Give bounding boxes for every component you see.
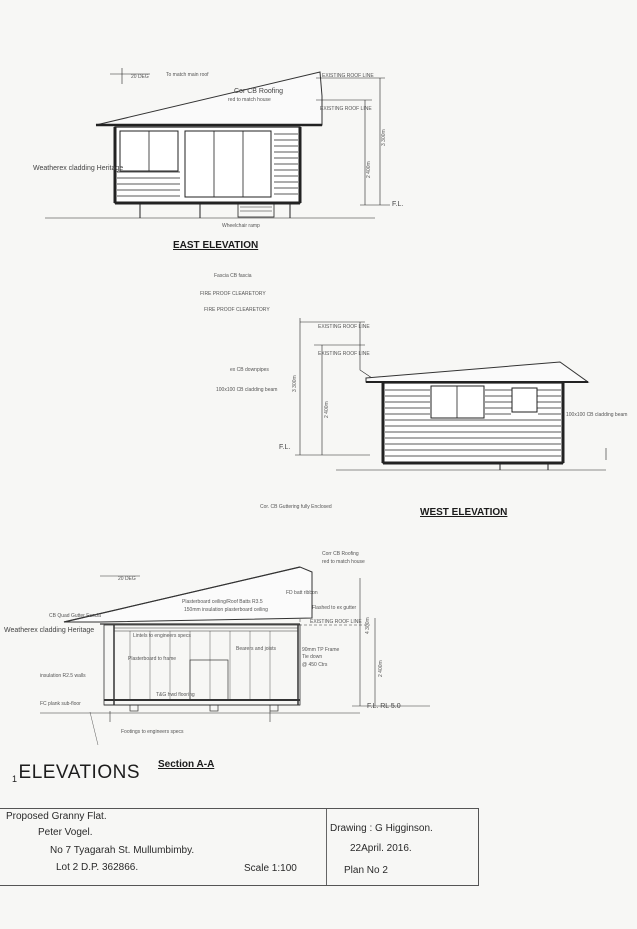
- west-fire-note-2: FIRE PROOF CLEARETORY: [204, 307, 270, 313]
- section-insulation-note: 150mm insulation plasterboard ceiling: [184, 607, 268, 613]
- east-roofing-note: Cor CB Roofing: [234, 88, 283, 95]
- west-dim-total: 3 300m: [292, 375, 298, 392]
- section-bearers-note: Bearers and joists: [236, 646, 277, 652]
- east-dim-wall: 2 400m: [366, 161, 372, 178]
- section-dim-wall: 2 400m: [378, 660, 384, 677]
- title-block-divider: [326, 809, 327, 885]
- west-elevation: [295, 318, 607, 471]
- sheet-index: 1: [12, 774, 18, 784]
- east-fl-label: F.L.: [392, 201, 403, 208]
- east-roof: [95, 71, 323, 126]
- east-roof-match-note: To match main roof: [166, 72, 209, 78]
- west-fascia-note: Fascia CB fascia: [214, 273, 252, 279]
- section-subfloor-note: FC plank sub-floor: [40, 701, 81, 707]
- west-existing-roof-2: EXISTING ROOF LINE: [318, 351, 370, 357]
- east-elevation-title: EAST ELEVATION: [173, 240, 258, 251]
- plan-number: Plan No 2: [344, 865, 388, 876]
- section-lintels-note: Lintels to engineers specs: [133, 633, 191, 639]
- west-elevation-title: WEST ELEVATION: [420, 507, 507, 518]
- east-existing-roof-2: EXISTING ROOF LINE: [320, 106, 372, 112]
- section-roofing-sub: red to match house: [322, 559, 365, 565]
- west-dim-wall: 2 400m: [324, 401, 330, 418]
- west-fire-note-1: FIRE PROOF CLEARETORY: [200, 291, 266, 297]
- section-dim-total: 4 300m: [365, 617, 371, 634]
- section-pitch-label: 20 DEG: [118, 576, 136, 582]
- section-footings-note: Footings to engineers specs: [121, 729, 184, 735]
- section-flashing-note: Flashed to ex gutter: [312, 605, 357, 611]
- section-insulated-note: insulation R2.5 walls: [40, 673, 86, 679]
- east-cladding-right: [274, 133, 298, 195]
- section-frame-note: 90mm TP Frame: [302, 647, 340, 653]
- west-gutter-note: Cor. CB Guttering fully Enclosed: [260, 504, 332, 510]
- west-existing-roof-1: EXISTING ROOF LINE: [318, 324, 370, 330]
- section-ceiling-note: Plasterboard ceiling/Roof Batts R3.5: [182, 599, 263, 605]
- section-studs-note: @ 450 Ctrs: [302, 662, 328, 668]
- site-address: No 7 Tyagarah St. Mullumbimby.: [50, 845, 195, 856]
- section-fl-label: F.L. RL 5.0: [367, 703, 401, 710]
- west-roof: [365, 361, 590, 383]
- section-studs: [129, 631, 271, 700]
- drawing-date: 22April. 2016.: [350, 843, 412, 854]
- east-existing-roof-1: EXISTING ROOF LINE: [322, 73, 374, 79]
- section-roofing-note: Corr CB Roofing: [322, 551, 359, 557]
- section-aa-title: Section A-A: [158, 759, 214, 770]
- section-floor-note: T&G hwd flooring: [156, 692, 195, 698]
- west-fl-label: F.L.: [279, 444, 290, 451]
- section-existing-roof: EXISTING ROOF LINE: [310, 619, 362, 625]
- section-aa: [40, 566, 430, 746]
- section-fd-note: FD batt ribbon: [286, 590, 318, 596]
- west-cladding-right-note: 100x100 CB cladding beam: [566, 412, 627, 418]
- east-cladding-left: [117, 171, 180, 197]
- west-cladding: [385, 389, 561, 457]
- owner-name: Peter Vogel.: [38, 827, 93, 838]
- east-dim-total: 3 300m: [381, 129, 387, 146]
- section-tiedown-note: Tie down: [302, 654, 322, 660]
- section-fascia-note: CB Quad Gutter Fascia: [49, 613, 101, 619]
- sheet-title: 1ELEVATIONS: [12, 762, 140, 784]
- scale-label: Scale 1:100: [244, 863, 297, 874]
- drawn-by: Drawing : G Higginson.: [330, 823, 433, 834]
- sheet-title-text: ELEVATIONS: [18, 762, 141, 783]
- title-block: Proposed Granny Flat. Peter Vogel. No 7 …: [0, 808, 479, 886]
- east-elevation: [45, 68, 390, 219]
- project-name: Proposed Granny Flat.: [6, 811, 107, 822]
- east-roofing-sub: red to match house: [228, 97, 271, 103]
- section-plasterboard-note: Plasterboard to frame: [128, 656, 176, 662]
- west-cladding-left-note: 100x100 CB cladding beam: [216, 387, 277, 393]
- east-pitch-label: 20 DEG: [131, 74, 149, 80]
- section-cladding-note: Weatherex cladding Heritage: [4, 627, 94, 634]
- east-cladding-note: Weatherex cladding Heritage: [33, 165, 123, 172]
- west-downpipes-note: ex CB downpipes: [230, 367, 269, 373]
- east-ramp-note: Wheelchair ramp: [222, 223, 260, 229]
- east-ramp: [237, 202, 275, 218]
- lot-details: Lot 2 D.P. 362866.: [56, 862, 139, 873]
